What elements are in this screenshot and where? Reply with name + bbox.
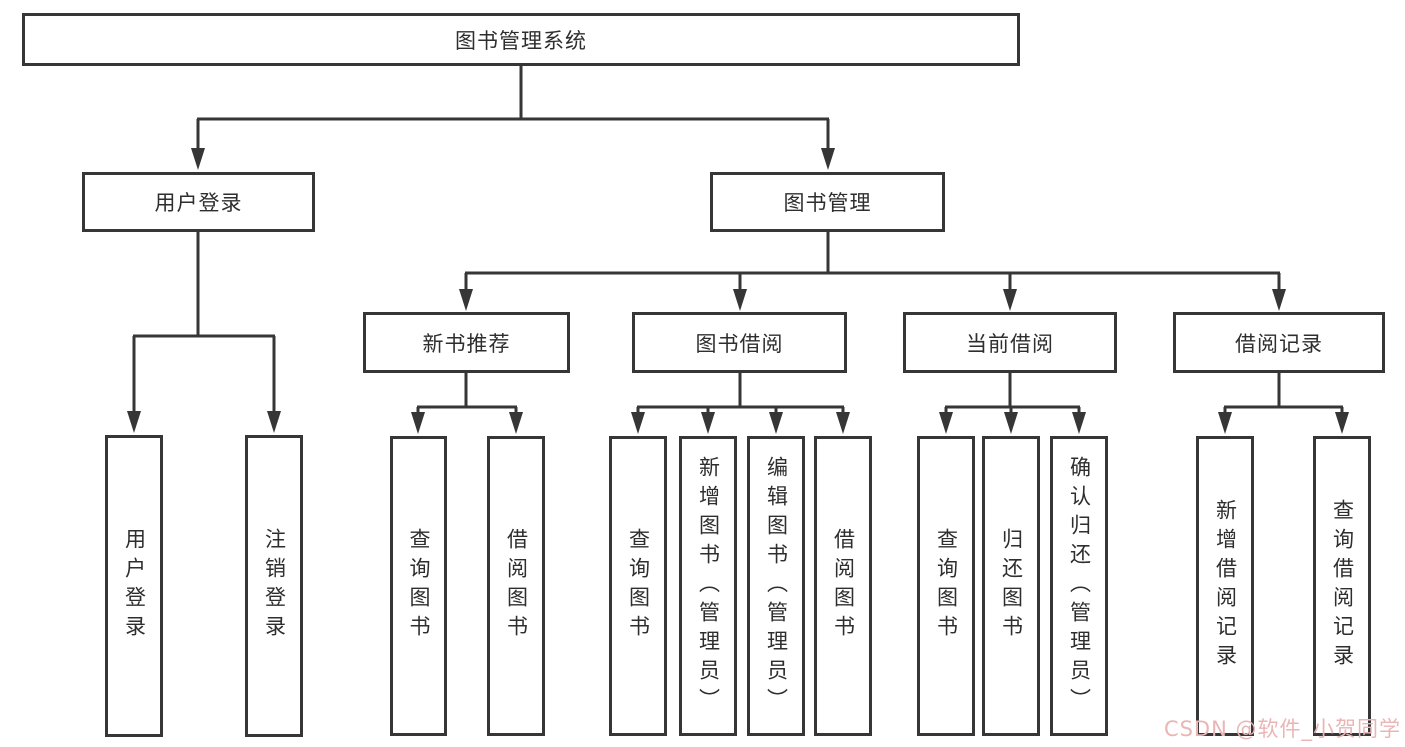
leaf-query-books-current: 查询图书 bbox=[917, 436, 975, 736]
leaf-return-books: 归还图书 bbox=[982, 436, 1040, 736]
leaf-add-borrow-record: 新增借阅记录 bbox=[1196, 436, 1254, 736]
leaf-query-books-recommend: 查询图书 bbox=[390, 436, 447, 736]
node-borrow-records: 借阅记录 bbox=[1173, 312, 1385, 373]
node-user-login: 用户登录 bbox=[82, 172, 315, 232]
leaf-query-books-borrow: 查询图书 bbox=[609, 436, 667, 736]
leaf-logout: 注销登录 bbox=[245, 435, 303, 737]
node-root: 图书管理系统 bbox=[22, 13, 1020, 66]
leaf-borrow-books: 借阅图书 bbox=[814, 436, 872, 736]
watermark: CSDN @软件_小贺同学 bbox=[1163, 717, 1401, 741]
node-book-borrow: 图书借阅 bbox=[632, 312, 847, 373]
leaf-borrow-books-recommend: 借阅图书 bbox=[487, 436, 545, 736]
leaf-user-login: 用户登录 bbox=[105, 435, 163, 737]
leaf-edit-book-admin: 编辑图书（管理员） bbox=[747, 436, 805, 736]
node-current-borrow: 当前借阅 bbox=[903, 312, 1117, 373]
leaf-query-borrow-record: 查询借阅记录 bbox=[1313, 436, 1371, 736]
node-new-book-recommend: 新书推荐 bbox=[363, 312, 570, 373]
node-book-management: 图书管理 bbox=[710, 172, 945, 232]
leaf-add-book-admin: 新增图书（管理员） bbox=[679, 436, 737, 736]
leaf-confirm-return-admin: 确认归还（管理员） bbox=[1050, 436, 1108, 736]
